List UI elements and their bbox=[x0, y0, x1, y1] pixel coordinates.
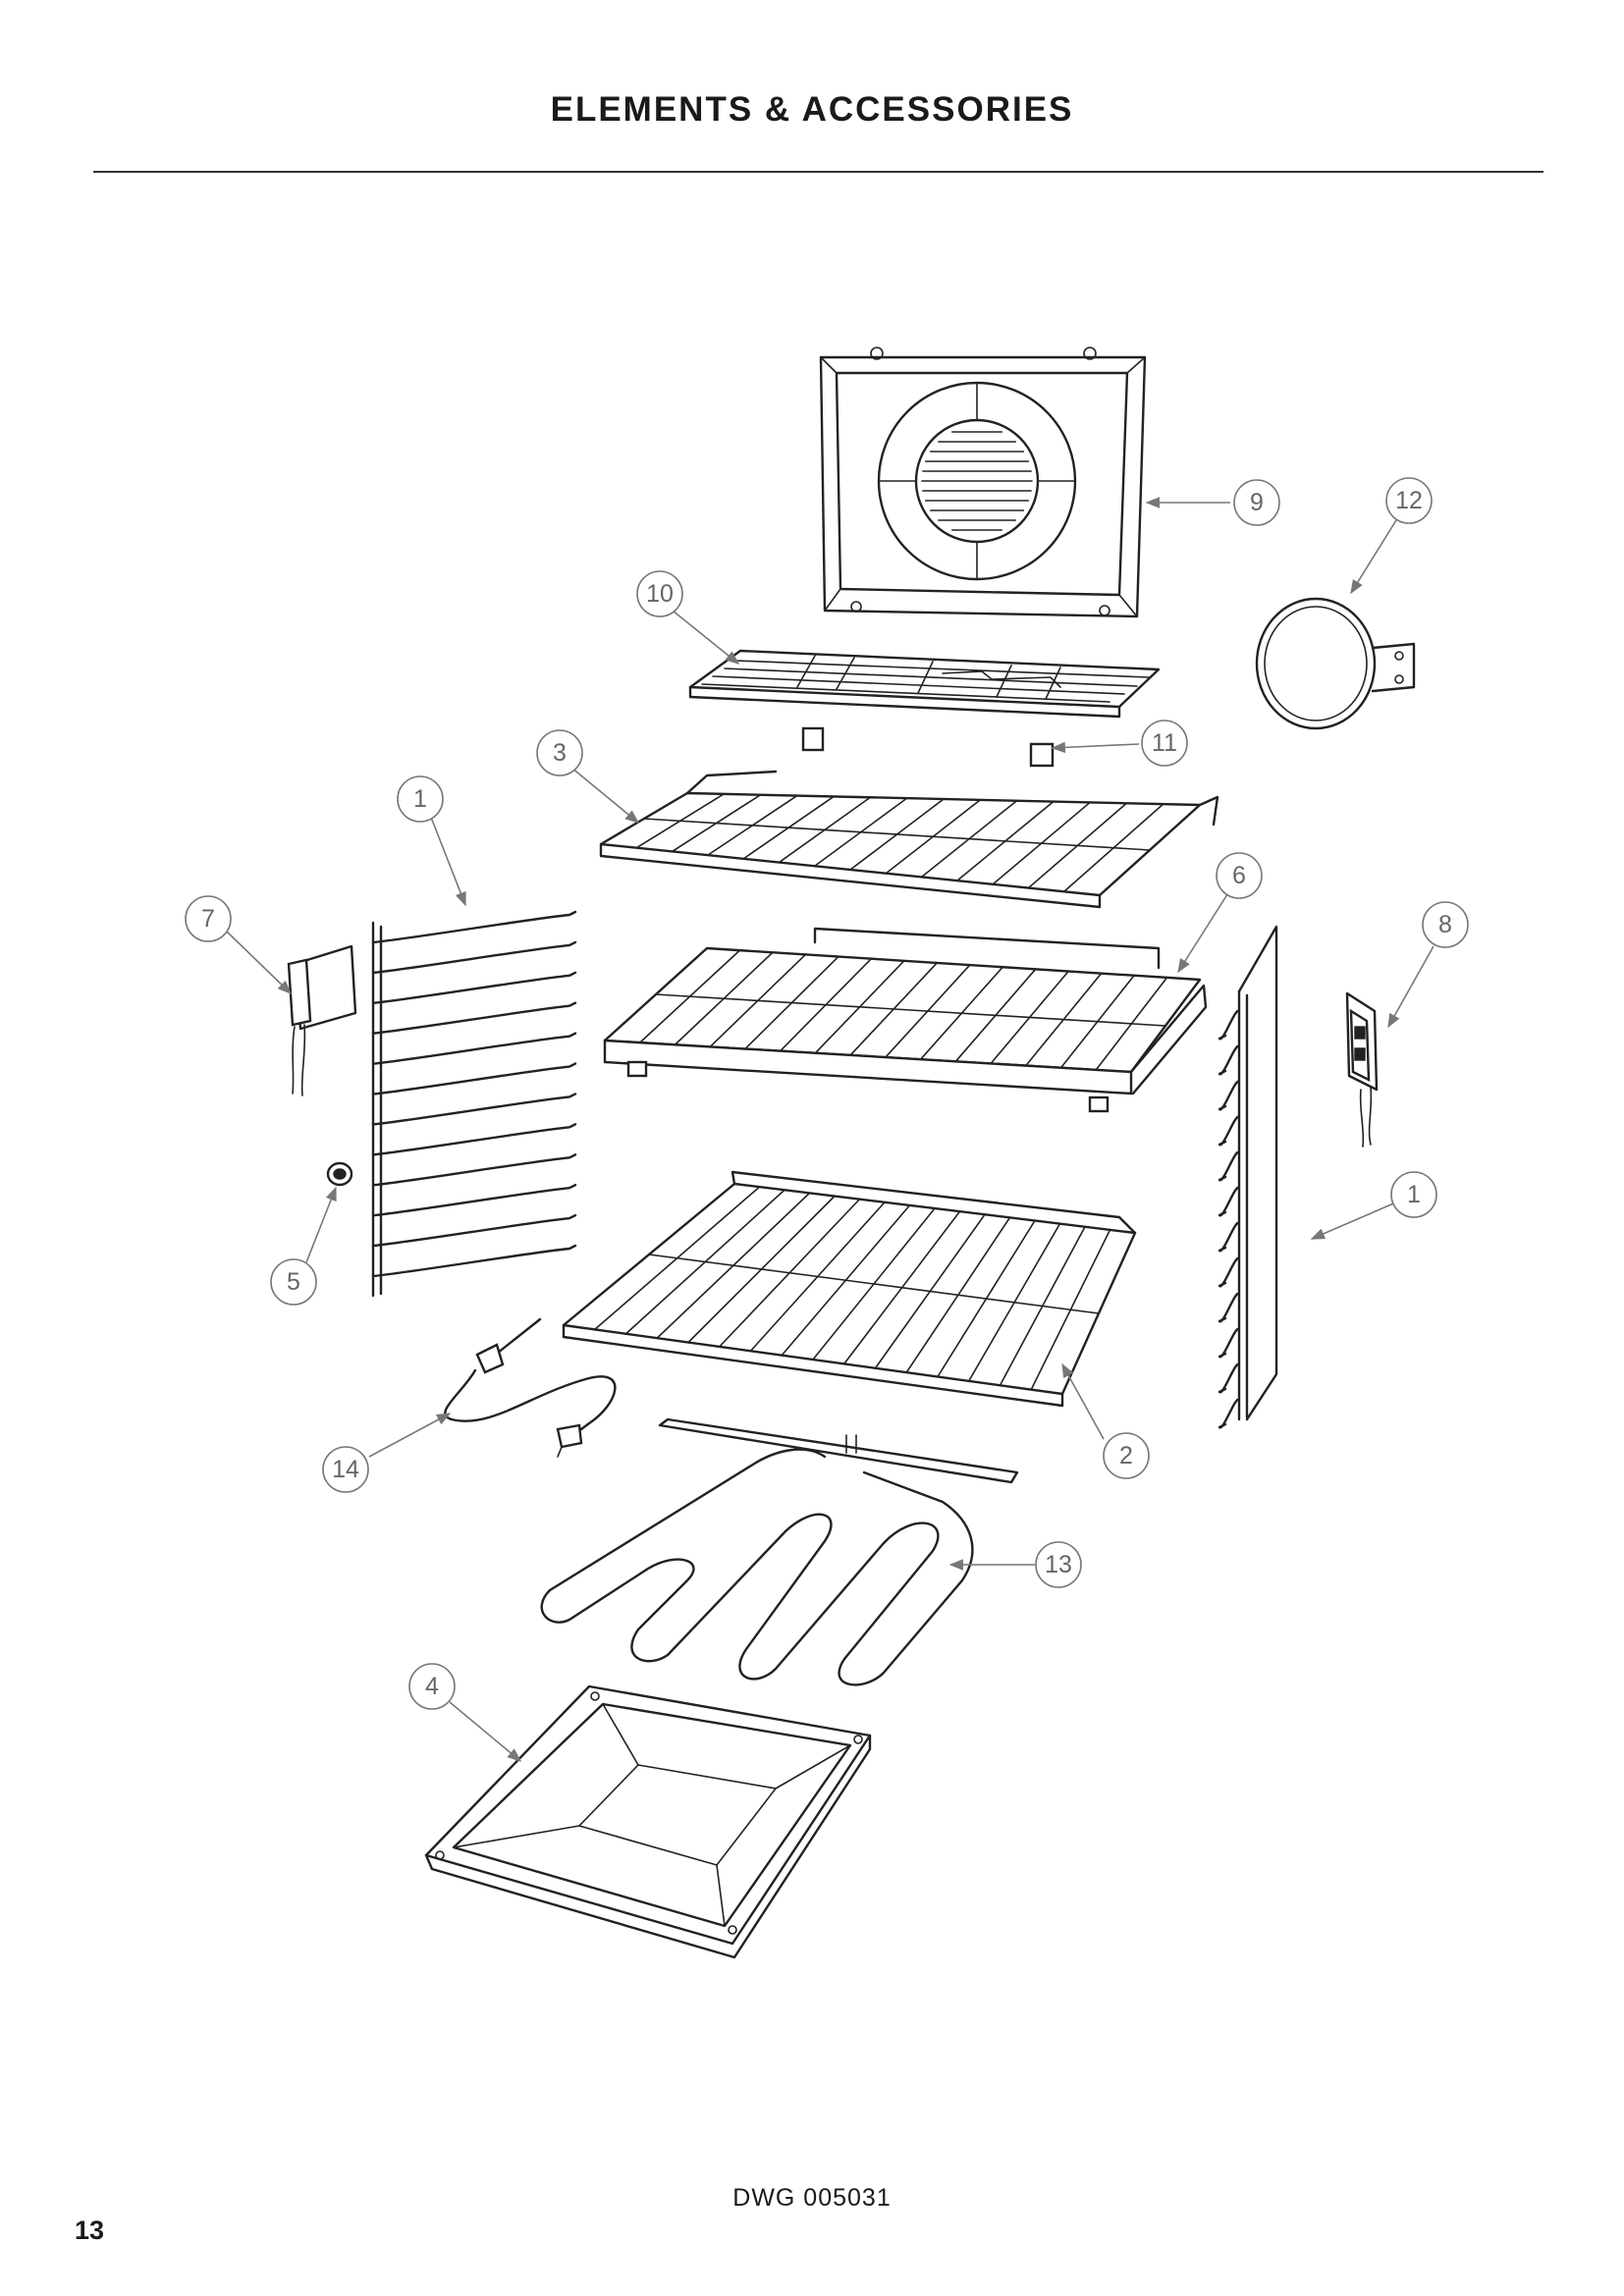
support-runner bbox=[371, 1032, 577, 1065]
left-shelf-support bbox=[371, 910, 577, 1298]
callout-3-label: 3 bbox=[553, 739, 567, 767]
support-runner bbox=[371, 1244, 577, 1278]
support-runner bbox=[371, 1062, 577, 1095]
callout-7: 7 bbox=[185, 895, 232, 942]
support-runner bbox=[1218, 1327, 1241, 1359]
callout-9: 9 bbox=[1233, 479, 1280, 526]
callout-5-label: 5 bbox=[287, 1268, 300, 1296]
grommet bbox=[326, 1161, 353, 1187]
support-outer-rail bbox=[1237, 925, 1278, 1421]
rack-back-rail bbox=[731, 1170, 1137, 1235]
meat-probe bbox=[444, 1317, 617, 1458]
leader-lines bbox=[225, 497, 1435, 1762]
support-runner bbox=[1218, 1186, 1241, 1217]
slide-runner bbox=[1088, 1095, 1110, 1113]
support-runner bbox=[371, 971, 577, 1005]
right-shelf-support bbox=[1218, 925, 1278, 1429]
rack-front-lip bbox=[599, 842, 1102, 909]
left-oven-light bbox=[287, 944, 357, 1096]
callout-5: 5 bbox=[270, 1258, 317, 1306]
callout-7-label: 7 bbox=[201, 905, 215, 933]
rack-front-bar bbox=[603, 1039, 1133, 1095]
page-number: 13 bbox=[75, 2216, 105, 2245]
callout-2: 2 bbox=[1103, 1432, 1150, 1479]
support-runner bbox=[371, 1093, 577, 1126]
support-runner bbox=[371, 1183, 577, 1217]
support-runner bbox=[371, 940, 577, 975]
telescopic-shelf-rack bbox=[603, 927, 1208, 1113]
circular-fan-element bbox=[1255, 597, 1416, 730]
support-upright bbox=[1237, 989, 1249, 1421]
callout-14-label: 14 bbox=[332, 1456, 359, 1483]
support-runner bbox=[371, 1213, 577, 1248]
rack-back-rail bbox=[813, 927, 1161, 970]
callout-14: 14 bbox=[322, 1446, 369, 1493]
callout-11: 11 bbox=[1141, 720, 1188, 767]
support-upright bbox=[371, 921, 383, 1298]
top-grill-element bbox=[688, 649, 1161, 768]
rack-cross-wire bbox=[655, 993, 1166, 1027]
support-runner bbox=[371, 1123, 577, 1156]
callout-1-left: 1 bbox=[397, 775, 444, 823]
callout-9-label: 9 bbox=[1250, 489, 1264, 516]
callout-13-label: 13 bbox=[1045, 1551, 1072, 1578]
callout-11-label: 11 bbox=[1152, 729, 1177, 757]
support-runner bbox=[1218, 1256, 1241, 1288]
fan-cover-panel bbox=[819, 347, 1147, 618]
support-runner bbox=[1218, 1398, 1241, 1429]
rack-cross-wire bbox=[643, 818, 1151, 851]
callout-8-label: 8 bbox=[1438, 911, 1452, 938]
callout-1-right: 1 bbox=[1390, 1171, 1437, 1218]
callout-8: 8 bbox=[1422, 901, 1469, 948]
slide-rail-right bbox=[1129, 984, 1208, 1095]
support-runner bbox=[371, 1001, 577, 1035]
page-title: ELEMENTS & ACCESSORIES bbox=[550, 90, 1074, 129]
callout-6: 6 bbox=[1216, 852, 1263, 899]
slide-runner bbox=[626, 1060, 648, 1078]
callout-6-label: 6 bbox=[1232, 862, 1246, 889]
support-runner bbox=[1218, 1080, 1241, 1111]
drawing-number: DWG 005031 bbox=[732, 2184, 892, 2212]
support-runner bbox=[1218, 1115, 1241, 1147]
rack-frame bbox=[562, 1182, 1137, 1396]
title-divider bbox=[93, 171, 1543, 173]
support-runner bbox=[1218, 1362, 1241, 1394]
callout-2-label: 2 bbox=[1119, 1442, 1133, 1469]
callout-12-label: 12 bbox=[1395, 487, 1423, 514]
support-runner bbox=[371, 910, 577, 944]
callout-1-left-label: 1 bbox=[413, 785, 427, 813]
support-runner bbox=[1218, 1221, 1241, 1253]
rack-front-lip bbox=[562, 1323, 1064, 1408]
callout-1-right-label: 1 bbox=[1407, 1181, 1421, 1208]
flat-wire-rack bbox=[562, 1170, 1137, 1408]
wire-shelf-rack bbox=[599, 770, 1219, 909]
rack-back-rail bbox=[685, 770, 1219, 827]
callout-13: 13 bbox=[1035, 1541, 1082, 1588]
rack-frame bbox=[599, 791, 1202, 897]
rack-cross-wire bbox=[648, 1254, 1100, 1314]
callout-3: 3 bbox=[536, 729, 583, 776]
support-runner bbox=[1218, 1292, 1241, 1323]
callout-4-label: 4 bbox=[425, 1673, 439, 1700]
support-runner bbox=[1218, 1150, 1241, 1182]
right-oven-light bbox=[1345, 991, 1379, 1148]
support-runner bbox=[1218, 1044, 1241, 1076]
callout-12: 12 bbox=[1385, 477, 1433, 524]
support-runner bbox=[371, 1153, 577, 1187]
support-runner bbox=[1218, 1009, 1241, 1041]
callout-10-label: 10 bbox=[646, 580, 674, 608]
callout-4: 4 bbox=[408, 1663, 456, 1710]
baking-tray bbox=[424, 1684, 872, 1959]
callout-10: 10 bbox=[636, 570, 683, 617]
bottom-element bbox=[540, 1417, 1019, 1686]
